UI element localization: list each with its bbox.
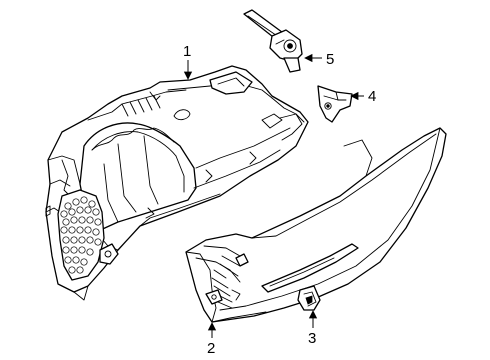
glove-box-door bbox=[185, 127, 447, 323]
glove-box-housing bbox=[45, 65, 309, 301]
callout-4: 4 bbox=[368, 88, 376, 105]
arrow-5-icon bbox=[304, 53, 313, 63]
arrow-1-icon bbox=[183, 71, 193, 80]
arrow-2-icon bbox=[207, 322, 217, 331]
callout-1: 1 bbox=[183, 43, 191, 60]
arrow-4-icon bbox=[350, 91, 359, 101]
latch-clip bbox=[297, 285, 321, 311]
damper-assembly bbox=[243, 9, 303, 73]
callout-3: 3 bbox=[308, 330, 316, 347]
callout-5: 5 bbox=[326, 51, 334, 68]
callout-leaders bbox=[183, 53, 364, 338]
callout-2: 2 bbox=[207, 340, 215, 357]
latch-bracket bbox=[317, 85, 353, 123]
hex-mesh-panel bbox=[57, 189, 105, 281]
arrow-3-icon bbox=[308, 310, 318, 319]
